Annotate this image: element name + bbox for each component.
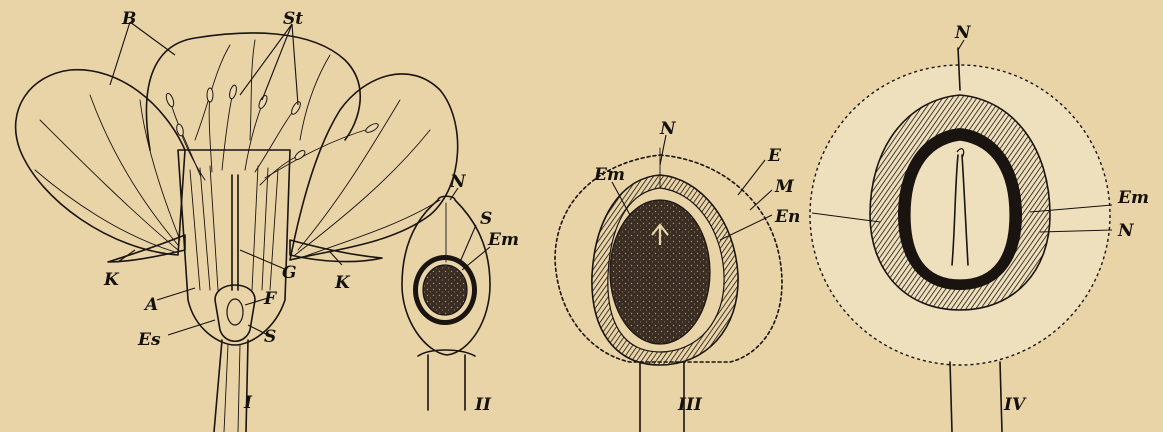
callout-s: S [264,327,276,347]
panel-label-iii: III [677,395,703,415]
callout-s-ii: S [480,209,492,229]
callout-k-right: K [334,273,351,293]
callout-k-left: K [103,270,120,290]
callout-es: Es [137,330,161,350]
seed-in-ovary [227,299,243,325]
callout-b: B [121,9,136,29]
callout-f: F [263,289,278,309]
callout-n-ii: N [449,172,467,192]
panel-label-i: I [243,393,253,413]
callout-en-iii: En [774,207,800,227]
callout-em-iv: Em [1117,188,1149,208]
callout-m-iii: M [774,177,795,197]
callout-a: A [143,295,158,315]
callout-n-iii: N [659,119,677,139]
callout-e-iii: E [767,146,782,166]
callout-n-iv: N [1117,221,1135,241]
fruit-ii-seed [423,265,467,315]
callout-em-ii: Em [487,230,519,250]
callout-g: G [282,263,297,283]
callout-n-iv-top: N [954,23,972,43]
callout-st: St [283,9,303,29]
fruit-iv-seed [910,140,1010,280]
panel-label-ii: II [474,395,492,415]
fruit-iii-seed [610,200,710,344]
panel-label-iv: IV [1003,395,1027,415]
callout-em-iii: Em [593,165,625,185]
